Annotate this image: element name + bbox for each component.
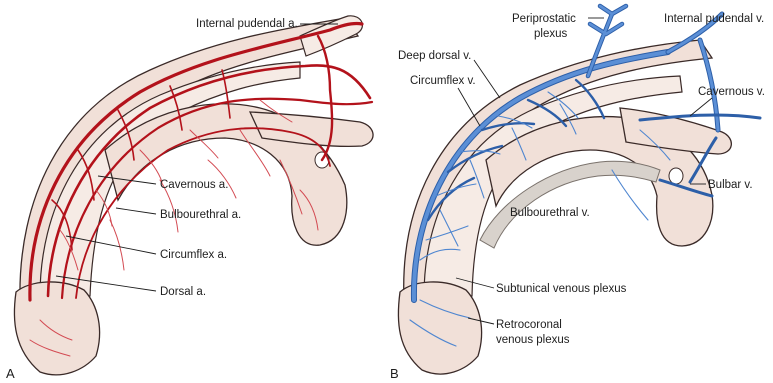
panel-a-leader-bulbourethral [116,208,156,214]
panel-b-label-subtunical: Subtunical venous plexus [496,283,627,295]
panel-b-letter: B [390,366,399,381]
panel-b-urethra-opening [669,168,683,184]
panel-a-label-cavernous: Cavernous a. [160,179,228,191]
panel-b-label-bulbourethral: Bulbourethral v. [510,207,590,219]
panel-b-label-periprostatic-2: plexus [534,28,567,40]
panel-a-label-circumflex: Circumflex a. [160,249,227,261]
panel-b-label-bulbar: Bulbar v. [708,179,753,191]
panel-a-label-dorsal: Dorsal a. [160,286,206,298]
panel-b-label-circumflex: Circumflex v. [410,75,476,87]
panel-a-glans [14,282,99,375]
panel-b-veins: Periprostatic plexus Internal pudendal v… [390,6,765,381]
panel-a-label-internal-pudendal: Internal pudendal a. [196,18,298,30]
panel-a-letter: A [6,366,15,381]
panel-b-glans [398,282,481,374]
panel-b-label-internal-pudendal: Internal pudendal v. [664,13,764,25]
panel-a-arteries: Internal pudendal a. Cavernous a. Bulbou… [6,16,373,381]
panel-b-label-periprostatic: Periprostatic [512,13,576,25]
panel-a-label-bulbourethral: Bulbourethral a. [160,209,241,221]
panel-b-leader-cavernous [690,98,712,116]
panel-b-label-cavernous: Cavernous v. [698,86,765,98]
panel-b-label-deep-dorsal: Deep dorsal v. [398,50,471,62]
panel-b-label-retrocoronal: Retrocoronal [496,319,562,331]
panel-b-label-retrocoronal-2: venous plexus [496,334,570,346]
panel-b-internal-pudendal-vein-edge [668,14,722,130]
panel-b-leader-deep-dorsal [474,60,500,98]
